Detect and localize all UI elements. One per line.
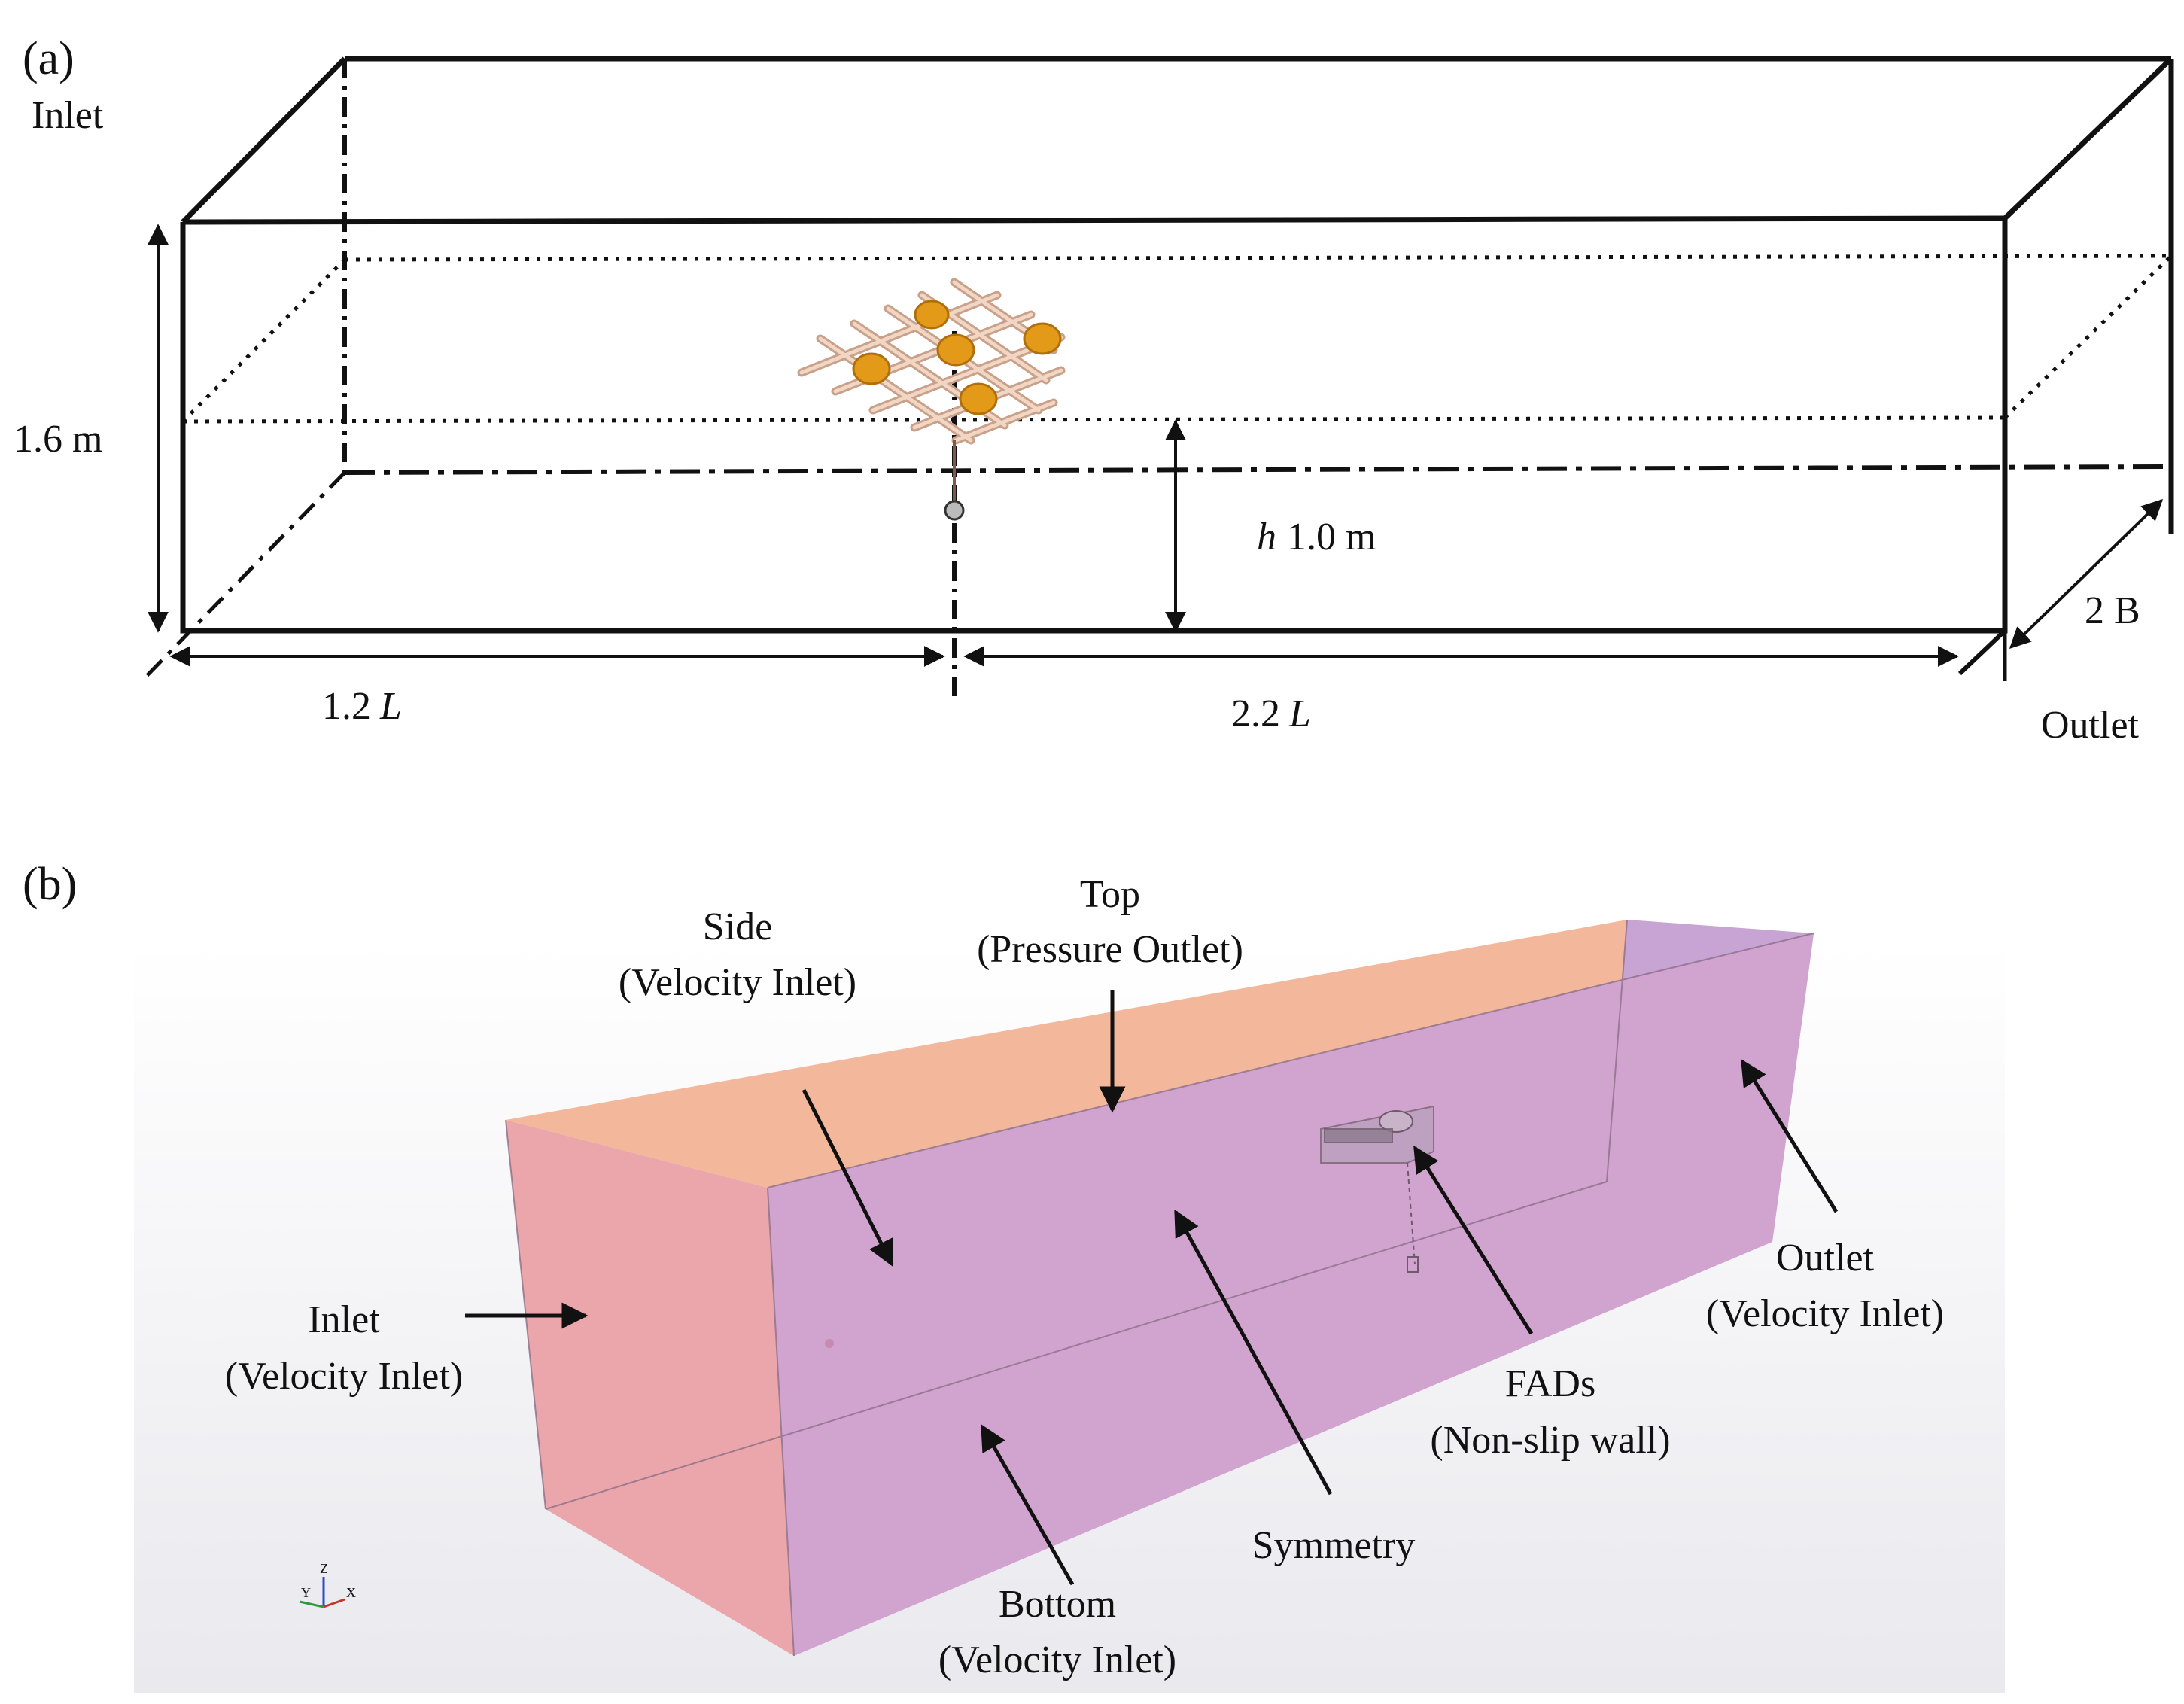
axis-y-label: Y xyxy=(301,1585,311,1600)
depth-label: h 1.0 m xyxy=(1257,516,1376,558)
panel-a: (a) Inlet xyxy=(14,33,2174,747)
fad-render-b xyxy=(1320,1105,1434,1273)
inlet-sub-label-b: (Velocity Inlet) xyxy=(225,1355,463,1398)
downstream-number: 2.2 xyxy=(1231,692,1280,735)
bottom-label: Bottom xyxy=(999,1583,1116,1626)
axis-x-label: X xyxy=(346,1585,356,1600)
top-face xyxy=(506,920,1814,1188)
inlet-label-a: Inlet xyxy=(32,94,104,137)
upstream-number: 1.2 xyxy=(322,685,371,728)
height-label: 1.6 m xyxy=(14,418,102,461)
axis-z-label: Z xyxy=(320,1561,328,1576)
dimension-lines-a xyxy=(148,224,2164,667)
side-sub-label: (Velocity Inlet) xyxy=(619,961,856,1004)
domain-box-a xyxy=(140,56,2174,704)
probe-point xyxy=(825,1339,834,1348)
side-face xyxy=(768,933,1814,1656)
domain-box-b xyxy=(505,919,1814,1657)
top-label: Top xyxy=(1080,873,1140,916)
depth-symbol: h xyxy=(1257,516,1276,558)
inlet-face xyxy=(506,1120,794,1656)
x-axis-line xyxy=(323,1598,345,1608)
inlet-label-b: Inlet xyxy=(308,1298,380,1341)
bottom-sub-label: (Velocity Inlet) xyxy=(938,1639,1176,1681)
downstream-unit: L xyxy=(1288,692,1311,735)
y-axis-line xyxy=(299,1600,324,1608)
outlet-sub-label-b: (Velocity Inlet) xyxy=(1706,1292,1944,1335)
panel-b-tag: (b) xyxy=(23,859,77,910)
depth-value: 1.0 m xyxy=(1287,516,1376,558)
panel-b: (b) xyxy=(23,859,2005,1693)
upstream-unit: L xyxy=(379,685,402,728)
fad-device-a xyxy=(797,278,1066,521)
axis-triad: Z X Y xyxy=(299,1561,356,1608)
fads-sub-label: (Non-slip wall) xyxy=(1430,1419,1670,1462)
panel-a-tag: (a) xyxy=(23,33,75,84)
outlet-label-a: Outlet xyxy=(2041,704,2140,747)
top-sub-label: (Pressure Outlet) xyxy=(977,928,1243,971)
side-label: Side xyxy=(703,905,772,948)
outlet-label-b: Outlet xyxy=(1776,1237,1875,1280)
annotation-arrows-b xyxy=(465,990,1839,1586)
symmetry-label: Symmetry xyxy=(1252,1524,1416,1567)
width-label: 2 B xyxy=(2085,589,2140,632)
fads-label: FADs xyxy=(1505,1362,1595,1405)
